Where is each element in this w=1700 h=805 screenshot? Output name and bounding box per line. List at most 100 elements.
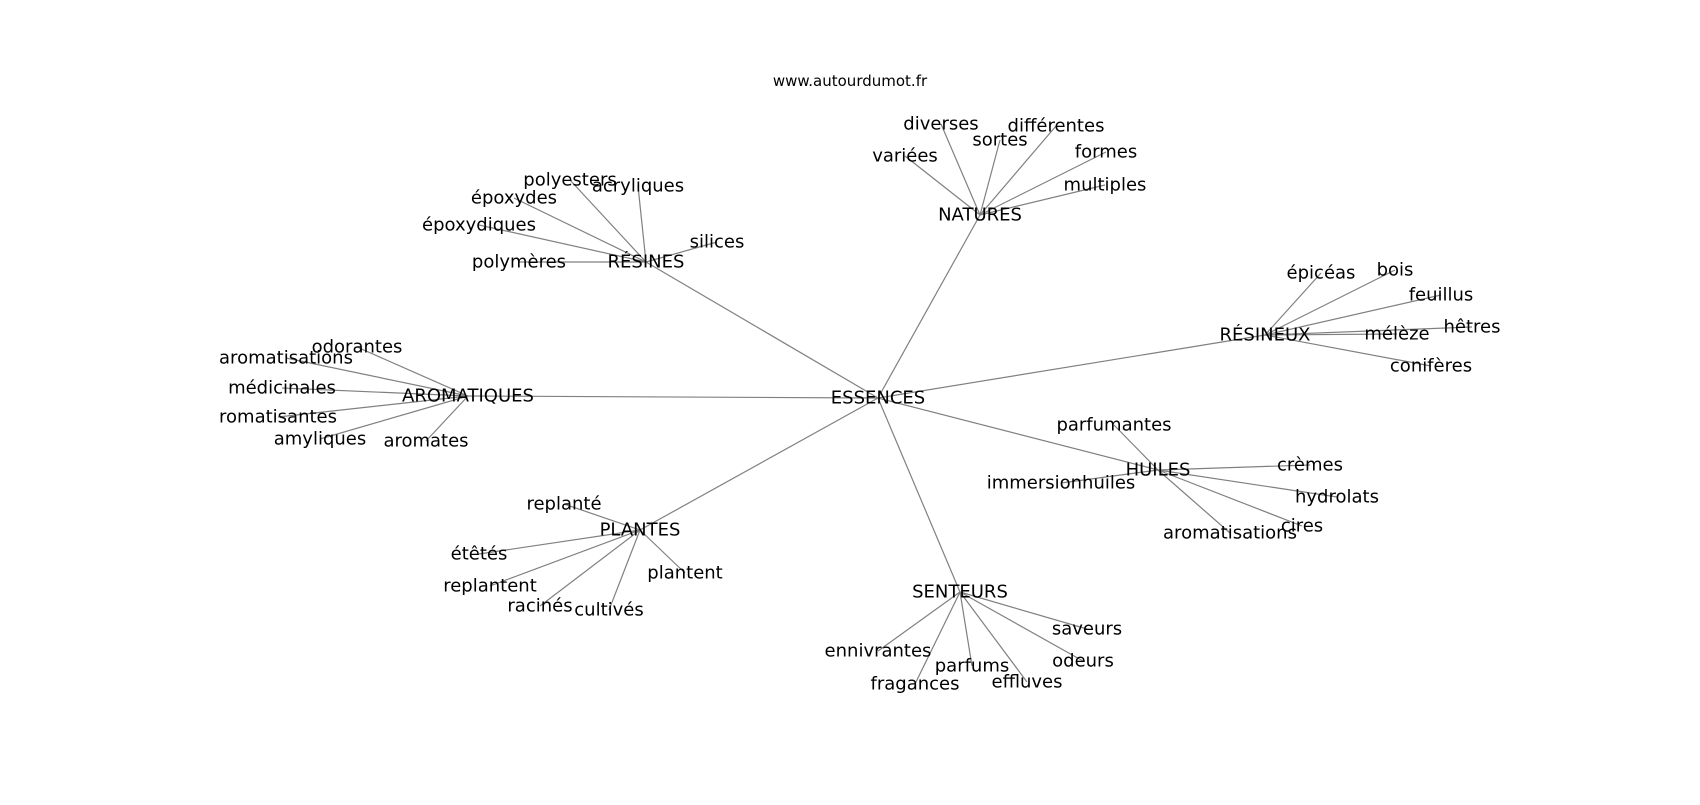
word-node: épicéas	[1287, 263, 1356, 284]
word-node: fragances	[871, 674, 960, 695]
edge-group-to-word	[979, 184, 1106, 216]
edge-group-to-word	[904, 155, 981, 216]
word-node: hêtres	[1444, 317, 1501, 338]
edge-center-to-group	[877, 334, 1266, 399]
group-node: AROMATIQUES	[402, 386, 534, 407]
edge-group-to-word	[478, 224, 647, 263]
edge-group-to-word	[959, 591, 1028, 683]
edge-group-to-word	[1264, 326, 1473, 336]
edge-group-to-word	[1157, 469, 1231, 534]
word-node: crèmes	[1277, 455, 1343, 476]
word-node: cultivés	[574, 600, 643, 621]
labels: www.autourdumot.fr ESSENCES NATURES divers…	[219, 72, 1500, 695]
word-node: formes	[1075, 142, 1137, 163]
word-node: feuillus	[1409, 285, 1474, 306]
edge-center-to-group	[639, 397, 879, 531]
edge-group-to-word	[979, 151, 1107, 216]
word-node: silices	[690, 232, 745, 253]
word-node: médicinales	[228, 378, 336, 399]
word-node: odorantes	[312, 337, 403, 358]
group-node: SENTEURS	[912, 582, 1008, 603]
edge-group-to-word	[1264, 272, 1322, 336]
word-node: multiples	[1064, 175, 1147, 196]
edge-group-to-word	[1157, 469, 1303, 527]
edge-group-to-word	[1113, 424, 1159, 471]
site-url: www.autourdumot.fr	[773, 72, 928, 90]
edge-group-to-word	[959, 591, 1088, 630]
word-node: étêtés	[451, 544, 508, 565]
word-node: amyliques	[274, 429, 367, 450]
word-node: replantent	[443, 576, 537, 597]
word-node: plantent	[647, 563, 722, 584]
group-node: RÉSINEUX	[1220, 324, 1311, 346]
edge-group-to-word	[637, 185, 647, 263]
edge-group-to-word	[1157, 469, 1338, 498]
edge-group-to-word	[1264, 294, 1442, 336]
word-node: cires	[1281, 516, 1323, 537]
edge-group-to-word	[425, 395, 469, 442]
edge-group-to-word	[1264, 269, 1396, 336]
edge-group-to-word	[959, 591, 973, 667]
word-node: ennivrantes	[825, 641, 932, 662]
word-node: aromatisations	[219, 348, 353, 369]
edge-group-to-word	[569, 179, 647, 263]
edge-group-to-word	[1157, 464, 1311, 471]
word-node: polyesters	[523, 170, 616, 191]
edge-group-to-word	[563, 503, 641, 531]
edge-group-to-word	[281, 387, 469, 397]
word-node: parfums	[935, 656, 1010, 677]
edges	[277, 123, 1473, 685]
word-node: conifères	[1390, 356, 1472, 377]
word-node: romatisantes	[219, 407, 337, 428]
edge-group-to-word	[285, 357, 469, 397]
edge-group-to-word	[1264, 333, 1398, 336]
edge-group-to-word	[277, 395, 469, 418]
edge-group-to-word	[877, 591, 961, 652]
edge-group-to-word	[979, 125, 1057, 216]
edge-group-to-word	[914, 591, 961, 685]
word-node: polymères	[472, 252, 566, 273]
word-node: mélèze	[1364, 324, 1429, 345]
edge-center-to-group	[467, 395, 879, 399]
edge-group-to-word	[645, 241, 718, 263]
word-node: diverses	[903, 114, 978, 135]
group-node: HUILES	[1126, 460, 1191, 481]
edge-group-to-word	[608, 529, 641, 611]
edge-group-to-word	[639, 529, 686, 574]
edge-group-to-word	[979, 139, 1001, 216]
edge-group-to-word	[940, 123, 981, 216]
edge-group-to-word	[1264, 334, 1432, 367]
word-node: aromates	[383, 431, 468, 452]
word-node: parfumantes	[1056, 415, 1171, 436]
word-node: hydrolats	[1295, 487, 1379, 508]
group-node: NATURES	[938, 205, 1022, 226]
word-node: époxydiques	[422, 215, 536, 236]
center-node: ESSENCES	[831, 388, 925, 409]
edge-group-to-word	[513, 197, 647, 263]
edge-group-to-word	[356, 346, 469, 397]
word-node: effluves	[992, 672, 1063, 693]
word-node: acryliques	[592, 176, 684, 197]
word-node: bois	[1377, 260, 1414, 281]
edge-group-to-word	[478, 529, 641, 555]
word-node: variées	[872, 146, 938, 167]
word-node: immersionhuiles	[987, 473, 1136, 494]
edge-group-to-word	[1060, 469, 1159, 484]
word-node: aromatisations	[1163, 523, 1297, 544]
edge-center-to-group	[877, 397, 1159, 471]
group-node: RÉSINES	[608, 251, 685, 273]
edge-group-to-word	[959, 591, 1084, 662]
edge-center-to-group	[877, 214, 981, 399]
edge-group-to-word	[319, 395, 469, 440]
edge-group-to-word	[489, 529, 641, 587]
word-node: replanté	[526, 494, 601, 515]
word-node: époxydes	[471, 188, 557, 209]
word-node: sortes	[972, 130, 1027, 151]
word-node: racinés	[507, 596, 572, 617]
group-node: PLANTES	[600, 520, 681, 541]
word-node: saveurs	[1052, 619, 1122, 640]
word-node: différentes	[1008, 116, 1105, 137]
word-node: odeurs	[1052, 651, 1114, 672]
